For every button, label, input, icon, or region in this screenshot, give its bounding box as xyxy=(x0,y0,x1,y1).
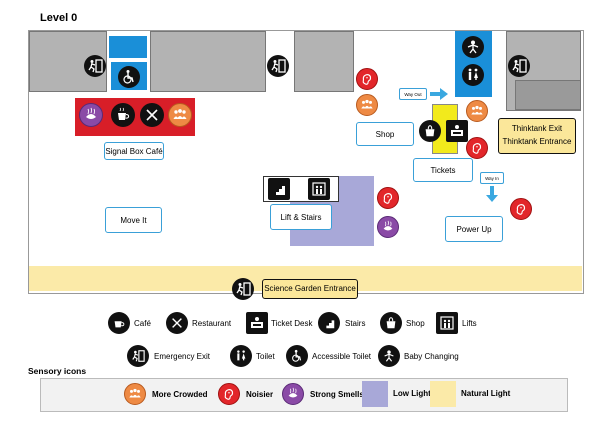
noisier-icon xyxy=(218,383,240,405)
emergency-exit-icon xyxy=(84,55,106,77)
low-light-swatch xyxy=(362,381,388,407)
noisier-icon xyxy=(377,187,399,209)
arrow-right-icon xyxy=(430,88,448,100)
baby-changing-icon xyxy=(462,36,484,58)
legend-more-crowded: More Crowded xyxy=(152,390,208,399)
stairs-icon xyxy=(318,312,340,334)
emergency-exit-icon xyxy=(127,345,149,367)
legend-restaurant: Restaurant xyxy=(192,319,232,328)
legend-low-light: Low Light xyxy=(393,389,431,398)
legend-natural-light: Natural Light xyxy=(461,389,511,398)
arrow-down-icon xyxy=(486,186,498,202)
legend-accessible-toilet: Accessible Toilet xyxy=(312,352,371,361)
science-garden-entrance[interactable]: Science Garden Entrance xyxy=(262,279,358,299)
cafe-icon xyxy=(108,312,130,334)
floor-title: Level 0 xyxy=(40,12,78,24)
more-crowded-icon xyxy=(124,383,146,405)
wall-block xyxy=(150,31,266,92)
legend-cafe: Café xyxy=(134,319,151,328)
stairs-icon xyxy=(268,178,290,200)
legend-stairs: Stairs xyxy=(345,319,366,328)
shop-icon xyxy=(419,120,441,142)
legend-baby-changing: Baby Changing xyxy=(404,352,459,361)
thinktank-entrance-exit[interactable]: Thinktank Exit Thinktank Entrance xyxy=(498,118,576,154)
more-crowded-icon xyxy=(168,103,192,127)
cafe-icon xyxy=(111,103,135,127)
legend-ticket-desk: Ticket Desk xyxy=(271,319,313,328)
toilet-icon xyxy=(462,64,484,86)
more-crowded-icon xyxy=(466,100,488,122)
noisier-icon xyxy=(356,68,378,90)
noisier-icon xyxy=(466,137,488,159)
accessible-toilet-icon xyxy=(286,345,308,367)
emergency-exit-icon xyxy=(267,55,289,77)
lift-icon xyxy=(436,312,458,334)
room-shop[interactable]: Shop xyxy=(356,122,414,146)
wall-block xyxy=(294,31,354,92)
legend-toilet: Toilet xyxy=(256,352,275,361)
room-lift-stairs[interactable]: Lift & Stairs xyxy=(270,204,332,230)
lift-icon xyxy=(308,178,330,200)
legend-noisier: Noisier xyxy=(246,390,274,399)
shop-icon xyxy=(380,312,402,334)
legend-lifts: Lifts xyxy=(462,319,477,328)
ticket-desk-icon xyxy=(446,120,468,142)
room-tickets[interactable]: Tickets xyxy=(413,158,473,182)
emergency-exit-icon xyxy=(232,278,254,300)
way-out-sign: Way Out xyxy=(399,88,427,100)
room-move-it[interactable]: Move It xyxy=(105,207,162,233)
legend-shop: Shop xyxy=(406,319,425,328)
legend-strong-smells: Strong Smells xyxy=(310,390,364,399)
thinktank-entrance-label: Thinktank Entrance xyxy=(502,137,572,146)
emergency-exit-icon xyxy=(508,55,530,77)
baby-changing-icon xyxy=(378,345,400,367)
strong-smells-icon xyxy=(79,103,103,127)
more-crowded-icon xyxy=(356,94,378,116)
strong-smells-icon xyxy=(282,383,304,405)
strong-smells-icon xyxy=(377,216,399,238)
restaurant-icon xyxy=(166,312,188,334)
toilet-icon xyxy=(230,345,252,367)
thinktank-exit-label: Thinktank Exit xyxy=(511,124,563,134)
room-power-up[interactable]: Power Up xyxy=(445,216,503,242)
sensory-title: Sensory icons xyxy=(28,366,87,376)
legend-emergency-exit: Emergency Exit xyxy=(154,352,211,361)
noisier-icon xyxy=(510,198,532,220)
blue-area xyxy=(109,36,147,58)
accessible-toilet-icon xyxy=(118,66,140,88)
restaurant-icon xyxy=(140,103,164,127)
natural-light-swatch xyxy=(430,381,456,407)
ticket-desk-icon xyxy=(246,312,268,334)
room-signal-box-cafe[interactable]: Signal Box Café xyxy=(104,142,164,160)
wall-block xyxy=(515,80,581,110)
way-in-sign: Way In xyxy=(480,172,504,184)
